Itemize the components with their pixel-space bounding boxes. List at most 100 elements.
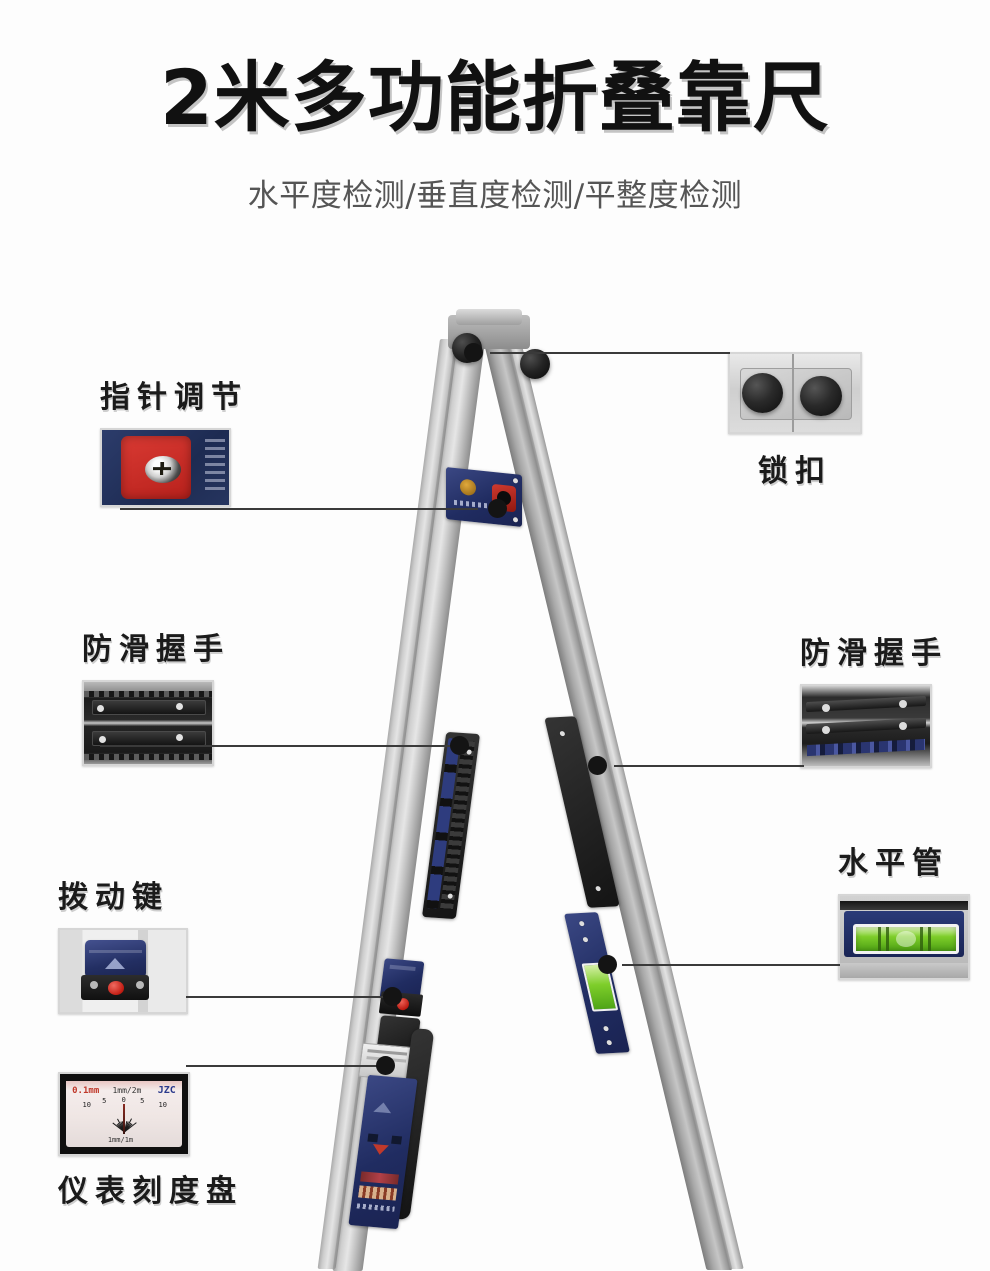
grip-screw-icon xyxy=(176,734,184,742)
callout-label-lock-buckle: 锁扣 xyxy=(758,454,832,489)
callout-label-gauge-dial: 仪表刻度盘 xyxy=(58,1174,243,1209)
connector-line-grip-left xyxy=(100,745,452,747)
connector-dot-toggle-key xyxy=(383,987,402,1006)
grip-front-leg xyxy=(421,731,481,920)
callout-level-tube: 水平管 xyxy=(838,838,970,980)
ruler-hinge-collar xyxy=(456,309,522,325)
grip-screw-icon xyxy=(96,704,104,712)
grip-rivet xyxy=(559,730,566,737)
grip-screw-icon xyxy=(899,699,908,708)
panel-rivet xyxy=(513,517,518,523)
callout-toggle-key: 拨动键 xyxy=(58,872,188,1014)
vial-mark xyxy=(927,926,931,952)
connector-line-gauge-dial xyxy=(186,1065,378,1067)
connector-line-pointer-adjust xyxy=(120,508,478,510)
gauge-unit-top: 1mm/2m xyxy=(112,1086,142,1096)
panel-emblem-icon xyxy=(460,478,476,497)
grip-photo-left xyxy=(84,682,212,764)
callout-thumb-grip-right xyxy=(800,684,932,768)
grip-screw-icon xyxy=(822,726,831,734)
module-red-label xyxy=(360,1171,400,1185)
pointer-adjust-photo xyxy=(102,430,229,505)
callout-thumb-level-tube xyxy=(838,894,970,980)
callout-pointer-adjust: 指针调节 xyxy=(100,372,248,507)
ruler-leg-back-edge xyxy=(506,337,744,1269)
callout-thumb-lock-buckle xyxy=(728,352,862,434)
pointer-adjust-panel xyxy=(446,467,522,527)
module-groove xyxy=(88,949,143,953)
callout-grip-left: 防滑握手 xyxy=(82,624,230,766)
gauge-number: 5 xyxy=(140,1096,145,1105)
plate-screw-icon xyxy=(135,980,144,989)
lock-buckle-photo xyxy=(730,354,860,432)
callout-label-level-tube: 水平管 xyxy=(838,846,949,881)
grip-blue-teeth xyxy=(807,738,925,757)
callout-lock-buckle: 锁扣 xyxy=(728,352,862,490)
housing-rivet xyxy=(602,1025,610,1032)
level-tube-photo xyxy=(840,896,968,978)
grip-teeth xyxy=(84,691,212,697)
housing-strip xyxy=(840,900,968,910)
callout-thumb-gauge-dial: 0.1mm 1mm/2m JZC 10 xyxy=(58,1072,190,1156)
module-red-arrow-icon xyxy=(371,1144,389,1156)
blue-module xyxy=(85,939,146,978)
callout-gauge-dial: 0.1mm 1mm/2m JZC 10 xyxy=(58,1072,243,1210)
callout-label-grip-right: 防滑握手 xyxy=(800,636,948,671)
gauge-needle xyxy=(123,1103,126,1134)
housing-rivet xyxy=(578,920,585,927)
housing-rivet xyxy=(582,936,589,943)
grip-teeth xyxy=(84,754,212,760)
gauge-number: 5 xyxy=(102,1096,107,1105)
connector-line-level-tube xyxy=(622,964,840,966)
connector-dot-pointer-adjust xyxy=(488,499,507,518)
gauge-number: 10 xyxy=(82,1100,91,1109)
grip-photo-right xyxy=(802,686,930,766)
connector-dot-lock-buckle xyxy=(464,343,483,362)
panel-rivet xyxy=(513,478,518,484)
photo-text-mark xyxy=(204,439,226,493)
callout-thumb-toggle-key xyxy=(58,928,188,1014)
connector-line-lock-buckle xyxy=(490,352,730,354)
red-toggle-button-icon xyxy=(107,980,125,995)
gauge-unit-bottom: 1mm/1m xyxy=(107,1135,134,1144)
plate-seam xyxy=(792,354,795,432)
module-groove xyxy=(389,964,416,972)
vial-bubble xyxy=(895,931,916,948)
grip-screw-icon xyxy=(899,722,908,730)
vial-mark xyxy=(919,926,923,952)
page-subtitle: 水平度检测/垂直度检测/平整度检测 xyxy=(247,178,743,214)
callout-thumb-grip-left xyxy=(82,680,214,766)
connector-line-grip-right xyxy=(614,765,804,767)
lock-knob-icon xyxy=(800,375,842,417)
lock-knob-right xyxy=(520,349,550,379)
connector-dot-level-tube xyxy=(598,955,617,974)
connector-line-toggle-key xyxy=(186,996,385,998)
connector-dot-grip-left xyxy=(450,736,469,755)
gauge-scale-mark xyxy=(367,1049,408,1056)
plate-screw-icon xyxy=(90,980,99,989)
gauge-brand: JZC xyxy=(157,1085,176,1097)
gauge-number: 0 xyxy=(121,1095,126,1104)
lock-knob-icon xyxy=(741,372,784,414)
housing-base xyxy=(840,963,968,978)
callout-label-grip-left: 防滑握手 xyxy=(82,632,230,667)
vial-mark xyxy=(885,926,889,952)
connector-dot-gauge-dial xyxy=(376,1056,395,1075)
module-brand-label xyxy=(358,1185,398,1201)
grip-rivet xyxy=(595,885,602,892)
screw-head-icon xyxy=(145,455,181,483)
gauge-top-band xyxy=(66,1081,182,1091)
gauge-left-mark: 0.1mm xyxy=(72,1085,100,1096)
gauge-dial-photo: 0.1mm 1mm/2m JZC 10 xyxy=(60,1074,188,1154)
callout-label-toggle-key: 拨动键 xyxy=(58,880,169,915)
grip-screw-icon xyxy=(822,703,831,712)
module-slot xyxy=(391,1135,403,1145)
toggle-key-photo xyxy=(60,930,186,1012)
callout-thumb-pointer-adjust xyxy=(100,428,231,507)
level-vial-icon xyxy=(852,923,959,955)
housing-rivet xyxy=(606,1039,613,1046)
module-slot xyxy=(367,1133,379,1143)
grip-rail xyxy=(91,700,207,716)
module-text-line xyxy=(356,1203,395,1212)
module-arrow-icon xyxy=(373,1101,393,1114)
